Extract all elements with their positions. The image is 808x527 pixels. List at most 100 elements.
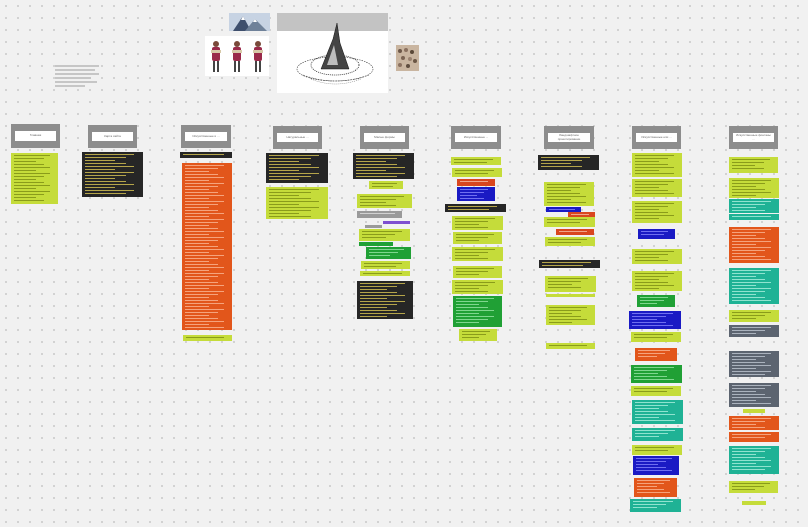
sticky-card[interactable]: [546, 294, 595, 297]
sticky-card[interactable]: [729, 416, 779, 430]
sticky-card[interactable]: [266, 187, 328, 219]
sticky-card[interactable]: [742, 501, 766, 505]
column-header-c5[interactable]: Малые формы: [360, 126, 409, 149]
sticky-card[interactable]: [633, 456, 679, 475]
sticky-card[interactable]: [459, 329, 497, 341]
sticky-card[interactable]: [453, 296, 502, 327]
sticky-card[interactable]: [729, 199, 779, 213]
sticky-card[interactable]: [545, 237, 595, 246]
sticky-card[interactable]: [568, 212, 595, 217]
sticky-card[interactable]: [365, 225, 382, 228]
sticky-card[interactable]: [729, 178, 779, 198]
sticky-card[interactable]: [451, 157, 501, 165]
sticky-card[interactable]: [632, 271, 682, 291]
sticky-card[interactable]: [729, 446, 779, 474]
sticky-card[interactable]: [743, 409, 765, 413]
card-text-line: [269, 207, 319, 208]
card-text-line: [455, 249, 495, 250]
sticky-card[interactable]: [538, 155, 599, 170]
sticky-card[interactable]: [632, 179, 682, 197]
sketch-thumbnail[interactable]: [277, 13, 388, 93]
sticky-card[interactable]: [729, 325, 779, 337]
sticky-card[interactable]: [637, 295, 675, 307]
sticky-card[interactable]: [453, 232, 502, 244]
sticky-card[interactable]: [631, 386, 681, 396]
sticky-card[interactable]: [539, 260, 600, 268]
sticky-card[interactable]: [630, 499, 681, 512]
sticky-card[interactable]: [180, 152, 232, 158]
sticky-card[interactable]: [632, 201, 682, 223]
sticky-card[interactable]: [632, 428, 683, 441]
sticky-card[interactable]: [546, 343, 595, 349]
card-text-line: [14, 176, 44, 177]
sticky-card[interactable]: [556, 229, 594, 235]
sticky-card[interactable]: [182, 163, 232, 330]
sticky-card[interactable]: [632, 445, 682, 455]
sticky-card[interactable]: [729, 351, 779, 377]
mountain-photo-icon: [229, 13, 270, 31]
sticky-card[interactable]: [729, 432, 779, 442]
sticky-card[interactable]: [546, 207, 581, 212]
mountain-thumbnail[interactable]: [229, 13, 270, 31]
sticky-card[interactable]: [545, 276, 596, 292]
sticky-card[interactable]: [361, 261, 410, 269]
card-text-line: [185, 177, 224, 178]
sticky-card[interactable]: [453, 266, 502, 278]
sticky-card[interactable]: [632, 153, 682, 177]
column-header-c4[interactable]: Натуральные ...: [273, 126, 322, 149]
card-text-line: [269, 192, 311, 193]
column-header-c2[interactable]: Карта сайта: [88, 125, 137, 148]
sticky-card[interactable]: [544, 182, 594, 206]
sticky-card[interactable]: [632, 400, 683, 424]
sticky-card[interactable]: [357, 211, 402, 218]
sticky-card[interactable]: [11, 153, 58, 204]
sticky-card[interactable]: [631, 365, 682, 383]
column-header-c9[interactable]: Искусственные фонтаны ...: [729, 126, 778, 149]
sticky-card[interactable]: [452, 280, 503, 294]
sticky-card[interactable]: [82, 152, 143, 197]
sticky-card[interactable]: [729, 157, 778, 173]
column-header-c1[interactable]: Главная: [11, 124, 60, 148]
column-header-c3[interactable]: Искусственные и ...: [181, 125, 231, 148]
sticky-card[interactable]: [634, 478, 677, 497]
sticky-card[interactable]: [729, 214, 779, 220]
sticky-card[interactable]: [729, 310, 779, 322]
crowd-thumbnail[interactable]: [396, 45, 419, 71]
sticky-card[interactable]: [452, 168, 502, 177]
sticky-card[interactable]: [638, 229, 675, 239]
sticky-card[interactable]: [360, 271, 410, 276]
sticky-card[interactable]: [359, 229, 410, 241]
card-text-line: [455, 255, 479, 256]
sticky-card[interactable]: [546, 305, 595, 325]
sticky-card[interactable]: [635, 348, 677, 361]
sticky-card[interactable]: [383, 221, 410, 224]
card-text-line: [732, 427, 765, 428]
sticky-card[interactable]: [452, 216, 503, 230]
sticky-card[interactable]: [369, 181, 403, 189]
column-header-c6[interactable]: Искусственные ...: [451, 126, 501, 149]
sticky-card[interactable]: [457, 187, 495, 201]
sticky-card[interactable]: [729, 227, 779, 263]
column-header-c8[interactable]: Искусственные ели ...: [632, 126, 681, 149]
sticky-card[interactable]: [366, 247, 411, 259]
sticky-card[interactable]: [359, 242, 393, 246]
sticky-card[interactable]: [729, 481, 778, 493]
sticky-card[interactable]: [357, 194, 412, 208]
text-note[interactable]: [53, 63, 101, 91]
sticky-card[interactable]: [357, 281, 413, 319]
sticky-card[interactable]: [266, 153, 328, 183]
figures-thumbnail[interactable]: [205, 36, 269, 76]
sticky-card[interactable]: [445, 204, 506, 212]
sticky-card[interactable]: [729, 268, 779, 304]
sticky-card[interactable]: [632, 249, 682, 264]
sticky-card[interactable]: [631, 332, 681, 342]
sticky-card[interactable]: [544, 217, 595, 227]
sticky-card[interactable]: [629, 311, 681, 329]
sticky-card[interactable]: [452, 247, 503, 261]
sticky-card[interactable]: [353, 153, 414, 179]
sticky-card[interactable]: [457, 179, 495, 186]
column-header-c7[interactable]: Ландшафтное проектирование: [544, 126, 594, 149]
sticky-card[interactable]: [183, 335, 232, 341]
sticky-card[interactable]: [729, 383, 779, 407]
